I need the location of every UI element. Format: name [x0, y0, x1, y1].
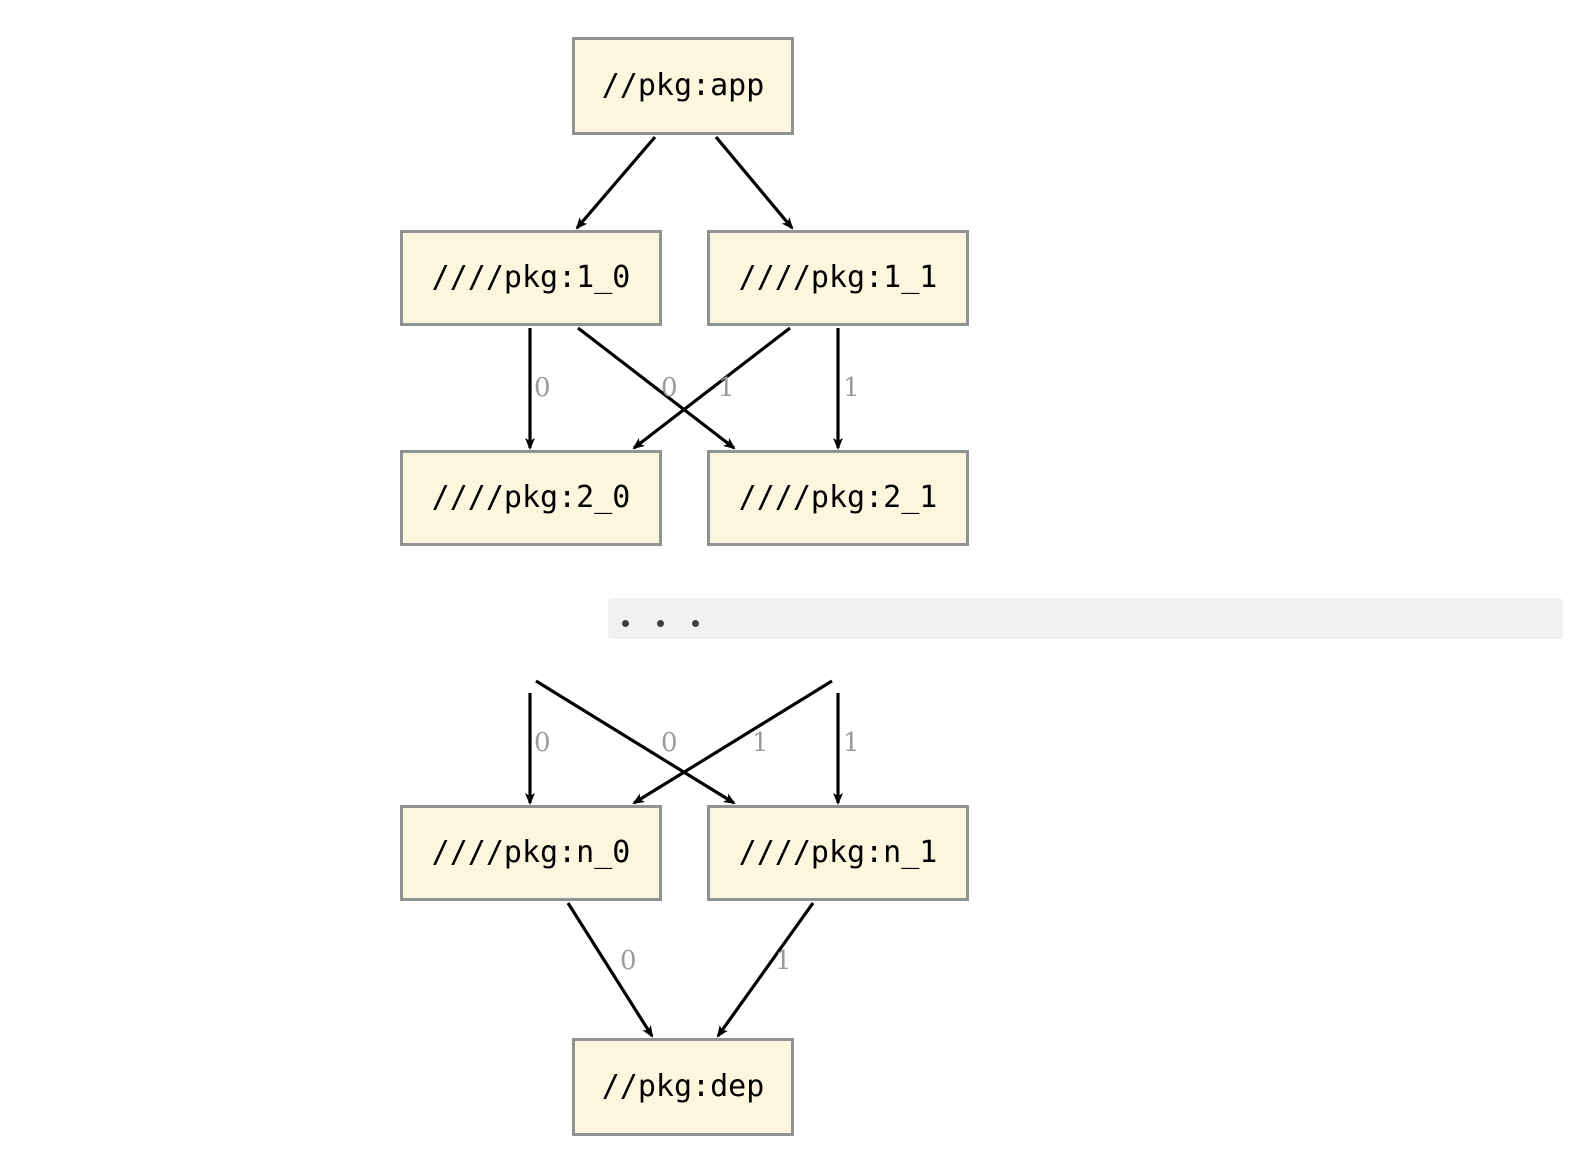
- graph-edge-label: 1: [843, 728, 860, 758]
- ellipsis-dot: [622, 620, 629, 627]
- graph-edge-e-1_0-2_1: [577, 326, 736, 450]
- graph-edge-label: 1: [775, 946, 792, 976]
- graph-edge-e-top-n_1: [535, 679, 736, 805]
- ellipsis-dot: [692, 620, 699, 627]
- graph-edge-label: 1: [752, 728, 769, 758]
- graph-node-dep[interactable]: //pkg:dep: [572, 1038, 794, 1136]
- graph-edge-label: 0: [534, 373, 551, 403]
- graph-edge-e-app-1_0: [575, 135, 657, 230]
- graph-node-label: ////pkg:n_0: [431, 835, 631, 870]
- graph-edge-label: 0: [620, 946, 637, 976]
- graph-node-label: ////pkg:1_0: [431, 260, 631, 295]
- graph-edge-label: 1: [718, 373, 735, 403]
- graph-node-label: //pkg:dep: [601, 1069, 765, 1104]
- graph-edge-label: 0: [661, 728, 678, 758]
- graph-node-l1_1[interactable]: ////pkg:1_1: [707, 230, 969, 326]
- graph-node-label: ////pkg:1_1: [738, 260, 938, 295]
- graph-edge-e-app-1_1: [714, 135, 794, 230]
- graph-edge-e-1_1-2_0: [632, 326, 791, 450]
- graph-node-l2_1[interactable]: ////pkg:2_1: [707, 450, 969, 546]
- graph-node-l1_0[interactable]: ////pkg:1_0: [400, 230, 662, 326]
- graph-edge-label: 0: [534, 728, 551, 758]
- graph-node-label: ////pkg:n_1: [738, 835, 938, 870]
- ellipsis-band: [608, 598, 1563, 639]
- graph-node-l2_0[interactable]: ////pkg:2_0: [400, 450, 662, 546]
- graph-node-label: ////pkg:2_0: [431, 480, 631, 515]
- graph-edge-label: 1: [843, 373, 860, 403]
- graph-node-ln_0[interactable]: ////pkg:n_0: [400, 805, 662, 901]
- graph-node-ln_1[interactable]: ////pkg:n_1: [707, 805, 969, 901]
- graph-edge-label: 0: [661, 373, 678, 403]
- graph-node-app[interactable]: //pkg:app: [572, 37, 794, 135]
- graph-node-label: //pkg:app: [601, 68, 765, 103]
- ellipsis-dot: [657, 620, 664, 627]
- graph-edge-e-n_1-dep: [716, 902, 815, 1038]
- graph-node-label: ////pkg:2_1: [738, 480, 938, 515]
- graph-edge-e-n_0-dep: [566, 902, 654, 1038]
